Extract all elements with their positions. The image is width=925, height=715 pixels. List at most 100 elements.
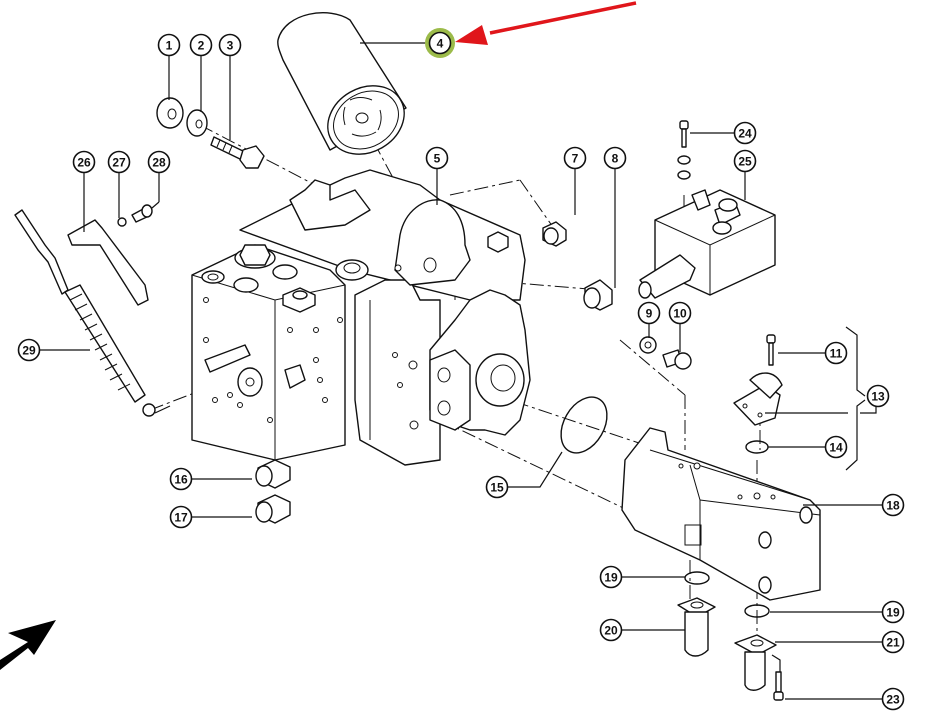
callout-c5: 5 xyxy=(425,146,449,170)
callout-label: 20 xyxy=(604,624,618,638)
callout-label: 3 xyxy=(227,39,234,53)
callout-label: 19 xyxy=(886,606,900,620)
screw-part-11 xyxy=(766,334,776,366)
callout-circle xyxy=(485,475,509,499)
cable-part-29 xyxy=(14,209,156,417)
callout-circle xyxy=(824,341,848,365)
callout-circle xyxy=(603,146,627,170)
callout-circle xyxy=(17,338,41,362)
callout-circle xyxy=(107,150,131,174)
orientation-arrow-icon xyxy=(0,620,56,670)
callout-circle xyxy=(733,121,757,145)
o-ring-part-15 xyxy=(560,396,608,454)
callout-circle xyxy=(866,384,890,408)
callout-c29: 29 xyxy=(17,338,41,362)
callout-c10: 10 xyxy=(668,301,692,325)
callout-label: 1 xyxy=(166,39,173,53)
o-ring-part-14 xyxy=(745,440,769,454)
callout-c23: 23 xyxy=(881,687,905,711)
callout-circle xyxy=(881,687,905,711)
callout-c20: 20 xyxy=(599,618,623,642)
callout-circle xyxy=(881,493,905,517)
callout-label: 23 xyxy=(886,693,900,707)
callout-circle xyxy=(881,600,905,624)
washer-part-1 xyxy=(156,97,184,129)
callout-c17: 17 xyxy=(169,505,193,529)
callout-label: 14 xyxy=(829,441,843,455)
callout-circle xyxy=(668,301,692,325)
fitting-part-7 xyxy=(542,221,567,247)
callout-label: 21 xyxy=(886,636,900,650)
callout-circle xyxy=(428,31,452,55)
callout-circle xyxy=(733,149,757,173)
callout-label: 24 xyxy=(738,127,752,141)
callout-circle xyxy=(599,565,623,589)
callout-c13: 13 xyxy=(866,384,890,408)
bolt-part-3 xyxy=(210,136,265,169)
callout-c28: 28 xyxy=(147,150,171,174)
callout-label: 11 xyxy=(830,347,843,361)
pump-housing xyxy=(191,169,531,466)
callout-label: 17 xyxy=(174,511,188,525)
callout-c1: 1 xyxy=(157,33,181,57)
callout-c21: 21 xyxy=(881,630,905,654)
callout-circle xyxy=(563,146,587,170)
washer-part-27 xyxy=(117,217,127,227)
callout-label: 13 xyxy=(871,390,885,404)
callout-c19b: 19 xyxy=(881,600,905,624)
callout-c8: 8 xyxy=(603,146,627,170)
washer-part-2 xyxy=(186,109,208,137)
callout-circle xyxy=(147,150,171,174)
callout-c9: 9 xyxy=(637,301,661,325)
callout-label: 4 xyxy=(437,37,444,51)
callout-c15: 15 xyxy=(485,475,509,499)
callout-circle xyxy=(72,150,96,174)
callout-label: 9 xyxy=(646,307,653,321)
callout-c26: 26 xyxy=(72,150,96,174)
callout-label: 16 xyxy=(174,473,188,487)
callout-label: 18 xyxy=(886,499,900,513)
screw-part-24 xyxy=(677,120,691,180)
callout-label: 2 xyxy=(198,39,205,53)
highlight-arrow xyxy=(455,1,637,45)
callout-c2: 2 xyxy=(189,33,213,57)
callout-label: 26 xyxy=(77,156,91,170)
callout-c16: 16 xyxy=(169,467,193,491)
callout-circle xyxy=(881,630,905,654)
fitting-part-16 xyxy=(255,459,291,489)
callout-label: 8 xyxy=(612,152,619,166)
o-ring-part-19a xyxy=(684,571,710,585)
callout-circle xyxy=(425,146,449,170)
hose-fitting-part-20 xyxy=(677,597,716,657)
callout-label: 7 xyxy=(572,152,579,166)
fitting-part-8 xyxy=(583,279,613,311)
callout-circle xyxy=(157,33,181,57)
bracket-part-26 xyxy=(67,219,149,306)
callout-circle xyxy=(169,467,193,491)
callout-label: 15 xyxy=(490,481,504,495)
callout-label: 19 xyxy=(604,571,618,585)
callout-circle xyxy=(637,301,661,325)
callout-c7: 7 xyxy=(563,146,587,170)
filter-part-4 xyxy=(277,12,407,155)
fitting-part-17 xyxy=(255,494,291,524)
callout-c27: 27 xyxy=(107,150,131,174)
washer-part-9 xyxy=(639,336,657,354)
callout-circle xyxy=(218,33,242,57)
callout-label: 5 xyxy=(434,152,441,166)
callout-c25: 25 xyxy=(733,149,757,173)
screw-part-23 xyxy=(773,671,784,701)
callout-label: 29 xyxy=(22,344,36,358)
hose-fitting-part-21 xyxy=(734,634,777,691)
callout-circle xyxy=(599,618,623,642)
callout-c18: 18 xyxy=(881,493,905,517)
callout-label: 28 xyxy=(152,156,166,170)
callout-circle xyxy=(189,33,213,57)
callout-label: 25 xyxy=(738,155,752,169)
leader-lines xyxy=(40,42,882,700)
valve-block-part-25 xyxy=(638,189,776,299)
flange-part-13 xyxy=(733,372,783,426)
callout-circle xyxy=(169,505,193,529)
